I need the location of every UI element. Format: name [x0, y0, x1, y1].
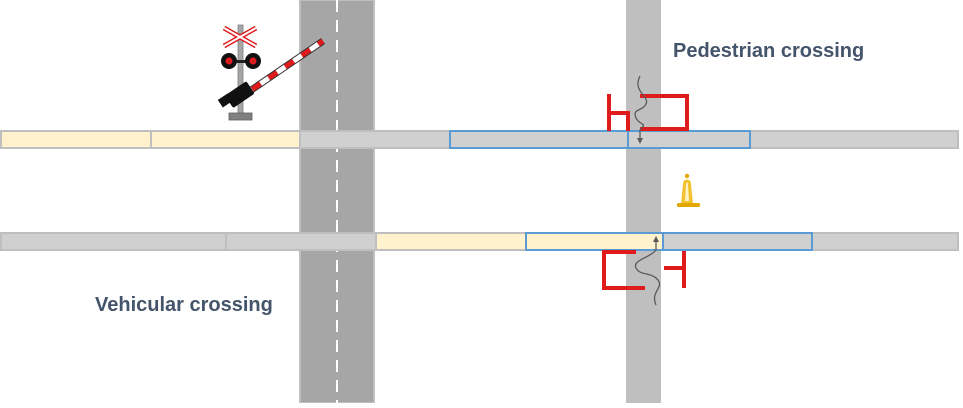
track-section	[811, 232, 959, 251]
track-upper	[0, 130, 959, 149]
vehicular-crossing-label: Vehicular crossing	[95, 294, 273, 316]
track-section	[150, 130, 301, 149]
track-section	[0, 130, 152, 149]
track-section	[749, 130, 959, 149]
track-section-active	[662, 232, 813, 251]
pedestrian-gate-lower-icon	[602, 236, 686, 306]
level-crossing-signal-icon	[217, 24, 325, 121]
track-section	[299, 130, 451, 149]
track-section-active	[627, 130, 751, 149]
vehicular-road	[299, 0, 375, 404]
track-section	[375, 232, 527, 251]
track-lower	[0, 232, 959, 251]
track-section	[0, 232, 227, 251]
bell-icon	[677, 173, 700, 207]
pedestrian-path	[626, 0, 661, 403]
track-section-active	[449, 130, 629, 149]
pedestrian-crossing-label: Pedestrian crossing	[673, 40, 865, 62]
track-section-active	[525, 232, 664, 251]
track-section	[225, 232, 377, 251]
pedestrian-gate-upper-icon	[607, 75, 689, 144]
